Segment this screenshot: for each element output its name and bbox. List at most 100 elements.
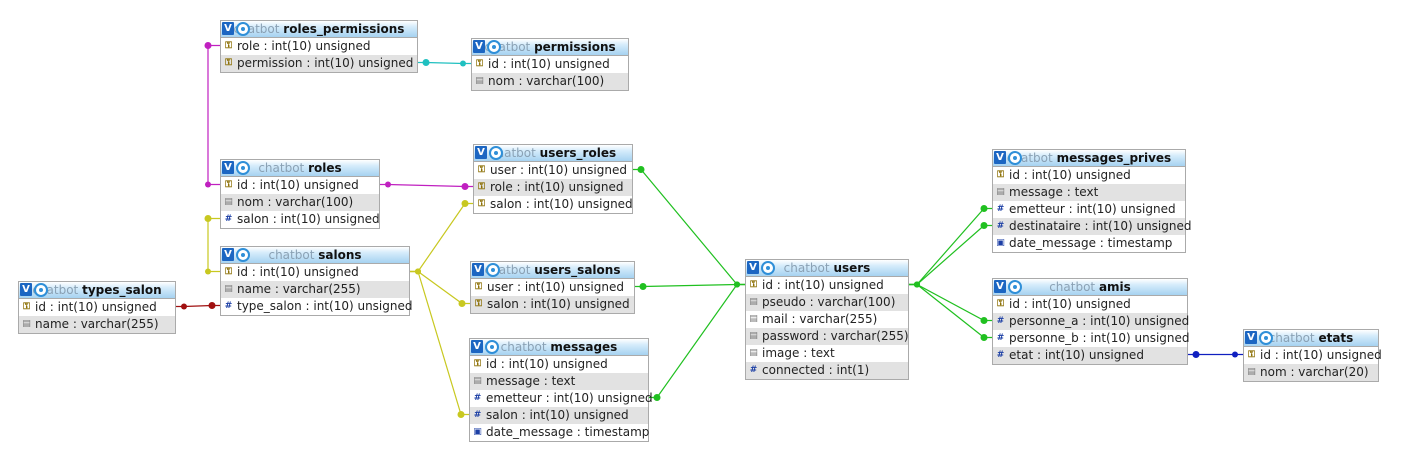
gear-icon[interactable] [486,263,500,277]
collapse-icon[interactable]: V [475,146,487,159]
relation-endpoint [461,183,469,190]
gear-icon[interactable] [236,248,250,262]
column-row[interactable]: ⚿id : int(10) unsigned [472,56,628,73]
column-row[interactable]: ▤nom : varchar(20) [1244,364,1378,381]
collapse-icon[interactable]: V [994,151,1006,164]
gear-icon[interactable] [236,161,250,175]
column-row[interactable]: ▤name : varchar(255) [19,316,175,333]
column-row[interactable]: ▤mail : varchar(255) [746,311,908,328]
column-row[interactable]: ⚿id : int(10) unsigned [470,356,648,373]
collapse-icon[interactable]: V [747,261,759,274]
collapse-icon[interactable]: V [222,161,234,174]
column-row[interactable]: ▤password : varchar(255) [746,328,909,345]
collapse-icon[interactable]: V [473,40,485,53]
collapse-icon[interactable]: V [222,248,234,261]
gear-icon[interactable] [1008,280,1022,294]
gear-icon[interactable] [1008,151,1022,165]
column-row[interactable]: ⚿user : int(10) unsigned [474,162,632,179]
column-row[interactable]: #type_salon : int(10) unsigned [221,298,413,315]
column-label: mail : varchar(255) [762,312,878,326]
column-row[interactable]: #emetteur : int(10) unsigned [470,390,653,407]
column-label: etat : int(10) unsigned [1009,348,1144,362]
column-row[interactable]: #emetteur : int(10) unsigned [993,201,1185,218]
collapse-icon[interactable]: V [1245,331,1257,344]
gear-icon[interactable] [487,40,501,54]
column-row[interactable]: ⚿id : int(10) unsigned [221,177,379,194]
number-icon: # [473,410,482,420]
database-name: chatbot [783,261,830,275]
column-row[interactable]: ▤name : varchar(255) [221,281,409,298]
column-row[interactable]: ▤message : text [470,373,648,390]
column-row[interactable]: #salon : int(10) unsigned [221,211,380,228]
column-row[interactable]: ▤nom : varchar(100) [221,194,379,211]
column-row[interactable]: ⚿permission : int(10) unsigned [221,55,417,72]
gear-icon[interactable] [34,283,48,297]
column-row[interactable]: ⚿id : int(10) unsigned [993,296,1187,313]
column-label: personne_b : int(10) unsigned [1009,331,1190,345]
gear-icon[interactable] [489,146,503,160]
column-row[interactable]: ⚿id : int(10) unsigned [19,299,175,316]
column-row[interactable]: ▣date_message : timestamp [993,235,1185,252]
column-row[interactable]: ⚿role : int(10) unsigned [221,38,417,55]
column-row[interactable]: ⚿id : int(10) unsigned [993,167,1185,184]
column-row[interactable]: ⚿salon : int(10) unsigned [474,196,633,213]
column-label: connected : int(1) [762,363,870,377]
number-icon: # [224,301,233,311]
column-label: permission : int(10) unsigned [237,56,414,70]
column-row[interactable]: #destinataire : int(10) unsigned [993,218,1191,235]
column-label: nom : varchar(20) [1260,365,1369,379]
column-row[interactable]: ⚿id : int(10) unsigned [1244,347,1382,364]
number-icon: # [996,350,1005,360]
column-row[interactable]: #connected : int(1) [746,362,908,379]
column-row[interactable]: ▤pseudo : varchar(100) [746,294,908,311]
column-row[interactable]: ▤nom : varchar(100) [472,73,628,90]
collapse-icon[interactable]: V [222,22,234,35]
column-row[interactable]: ▣date_message : timestamp [470,424,649,441]
column-row[interactable]: ⚿id : int(10) unsigned [221,264,409,281]
column-row[interactable]: #personne_b : int(10) unsigned [993,330,1190,347]
column-row[interactable]: ▤message : text [993,184,1185,201]
gear-icon[interactable] [761,261,775,275]
gear-icon[interactable] [485,340,499,354]
column-row[interactable]: ⚿id : int(10) unsigned [746,277,908,294]
collapse-icon[interactable]: V [472,263,484,276]
column-row[interactable]: ⚿user : int(10) unsigned [471,279,634,296]
column-row[interactable]: ⚿role : int(10) unsigned [474,179,632,196]
column-row[interactable]: ▤image : text [746,345,908,362]
collapse-icon[interactable]: V [471,340,483,353]
column-row[interactable]: # etat : int(10) unsigned [993,347,1187,364]
column-row[interactable]: #salon : int(10) unsigned [470,407,648,424]
column-row[interactable]: ⚿salon : int(10) unsigned [471,296,634,313]
gear-icon[interactable] [236,22,250,36]
gear-icon[interactable] [1259,331,1273,345]
key-icon: ⚿ [478,199,485,209]
column-row[interactable]: #personne_a : int(10) unsigned [993,313,1189,330]
relation-endpoint [460,60,466,67]
collapse-icon[interactable]: V [994,280,1006,293]
collapse-icon[interactable]: V [20,283,32,296]
